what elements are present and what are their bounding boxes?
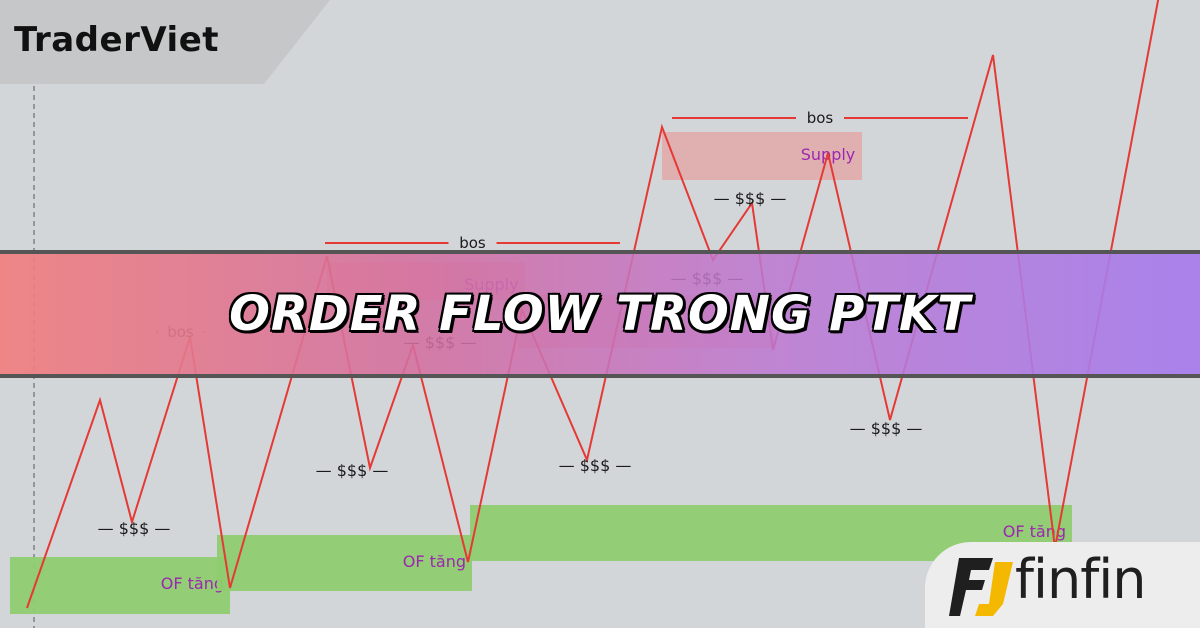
of-tang-label-1: OF tăng bbox=[403, 552, 466, 571]
of-tang-label-2: OF tăng bbox=[1003, 522, 1066, 541]
of-tang-label-0: OF tăng bbox=[161, 574, 224, 593]
liquidity-label-0: — $$$ — bbox=[98, 519, 171, 538]
finfin-wordmark: finfin bbox=[1015, 548, 1146, 611]
bos-label-0: bos bbox=[807, 109, 834, 127]
liquidity-label-1: — $$$ — bbox=[316, 461, 389, 480]
banner-title: ORDER FLOW TRONG PTKT bbox=[229, 286, 971, 342]
traderviet-logo: TraderViet bbox=[14, 20, 220, 60]
finfin-logo-icon bbox=[949, 558, 1013, 616]
demand-zone-1 bbox=[217, 535, 472, 591]
liquidity-label-3: — $$$ — bbox=[850, 419, 923, 438]
bos-label-1: bos bbox=[459, 234, 486, 252]
liquidity-label-2: — $$$ — bbox=[559, 456, 632, 475]
finfin-badge: finfin bbox=[925, 542, 1200, 628]
liquidity-label-4: — $$$ — bbox=[714, 189, 787, 208]
traderviet-badge bbox=[0, 0, 330, 84]
title-banner: ORDER FLOW TRONG PTKT bbox=[0, 250, 1200, 378]
demand-zone-0 bbox=[10, 557, 230, 614]
